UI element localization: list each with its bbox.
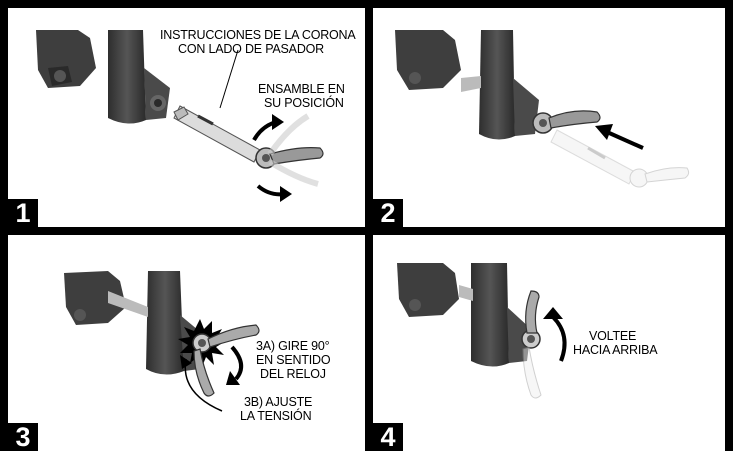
step-3-panel: 3A) GIRE 90° EN SENTIDO DEL RELOJ 3B) AJ…: [8, 235, 365, 451]
arrow-head-icon: [180, 355, 192, 369]
thru-axle-icon: [173, 105, 261, 163]
step-3-label-line-3: DEL RELOJ: [260, 367, 326, 381]
step-2-illustration: [395, 30, 690, 188]
step-4-panel: VOLTEE HACIA ARRIBA 4: [373, 235, 725, 451]
step-1-label-line-4: SU POSICIÓN: [264, 96, 344, 110]
step-2-panel: 2: [373, 8, 725, 227]
curved-arrow-icon: [230, 345, 244, 381]
step-1-illustration: [36, 30, 324, 202]
fork-leg-icon: [36, 30, 170, 124]
step-4-illustration: [397, 263, 567, 399]
step-1-label-line-1: INSTRUCCIONES DE LA CORONA: [160, 28, 356, 42]
step-number-2: 2: [373, 199, 403, 227]
arrow-head-icon: [272, 114, 284, 130]
step-3-illustration: [64, 271, 260, 412]
step-3-label-line-4: 3B) AJUSTE: [244, 395, 313, 409]
curved-arrow-icon: [551, 315, 567, 362]
thru-axle-icon: [108, 291, 148, 317]
step-1-label-line-2: CON LADO DE PASADOR: [178, 42, 324, 56]
step-4-label-line-2: HACIA ARRIBA: [573, 343, 658, 357]
fork-leg-icon: [397, 263, 531, 367]
quick-release-lever-icon: [192, 324, 260, 397]
thru-axle-icon: [459, 285, 473, 301]
thru-axle-icon: [461, 76, 481, 92]
step-3-label-line-2: EN SENTIDO: [256, 353, 331, 367]
quick-release-lever-icon: [532, 110, 601, 134]
arrow-head-icon: [543, 307, 563, 319]
step-3-label-line-5: LA TENSIÓN: [240, 409, 312, 423]
arrow-head-icon: [226, 371, 240, 385]
step-number-4: 4: [373, 423, 403, 451]
straight-arrow-icon: [606, 130, 644, 150]
step-1-label-line-3: ENSAMBLE EN: [258, 82, 345, 96]
step-number-1: 1: [8, 199, 38, 227]
arrow-head-icon: [595, 124, 613, 140]
step-number-3: 3: [8, 423, 38, 451]
step-4-label-line-1: VOLTEE: [589, 329, 637, 343]
step-1-panel: INSTRUCCIONES DE LA CORONA CON LADO DE P…: [8, 8, 365, 227]
ghost-axle-icon: [550, 129, 690, 188]
quick-release-lever-icon: [521, 290, 541, 349]
quick-release-lever-icon: [255, 113, 324, 187]
ghost-lever-icon: [522, 346, 542, 399]
arrow-head-icon: [280, 186, 292, 202]
leader-line-icon: [219, 49, 239, 109]
step-3-label-line-1: 3A) GIRE 90°: [256, 339, 330, 353]
